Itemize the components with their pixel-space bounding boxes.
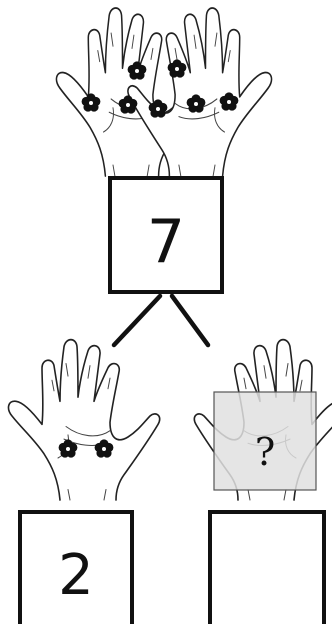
right-number-box[interactable] (210, 512, 324, 624)
top-hands (56, 8, 271, 176)
question-mark: ? (255, 430, 275, 474)
bond-line-right (172, 296, 208, 345)
left-hand-icon (9, 340, 160, 500)
left-number: 2 (58, 543, 94, 608)
top-number: 7 (147, 207, 185, 277)
bond-line-left (114, 296, 160, 345)
